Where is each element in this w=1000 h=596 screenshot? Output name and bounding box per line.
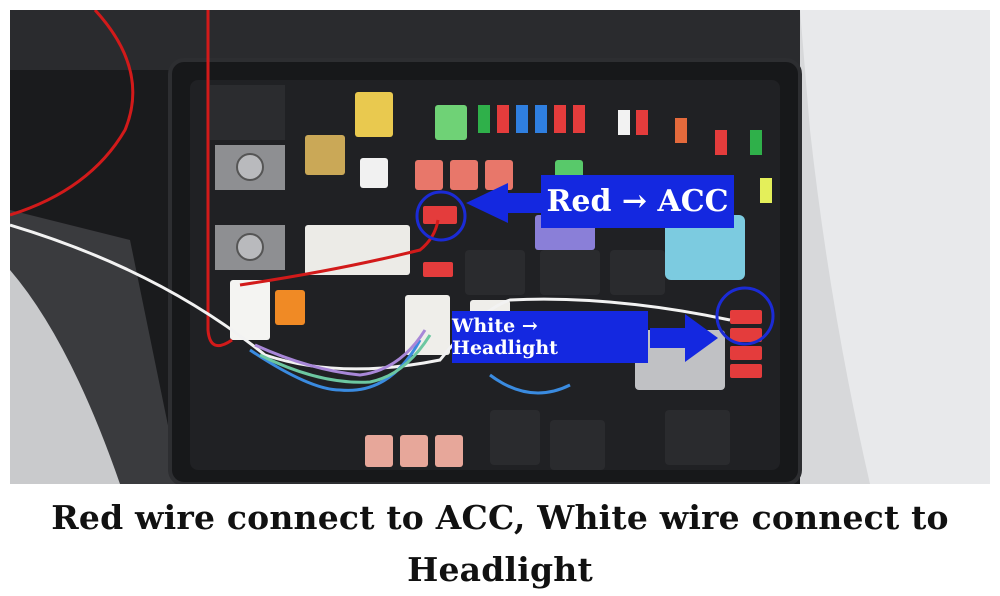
wiring-instruction-caption: Red wire connect to ACC, White wire conn… — [51, 498, 949, 589]
fuse-box-photo — [10, 10, 990, 484]
red-to-acc-label: Red → ACC — [546, 184, 729, 219]
white-to-headlight-label: White → Headlight — [452, 315, 558, 359]
white-to-headlight-callout: White → Headlight — [452, 311, 648, 363]
red-to-acc-callout: Red → ACC — [541, 175, 734, 228]
